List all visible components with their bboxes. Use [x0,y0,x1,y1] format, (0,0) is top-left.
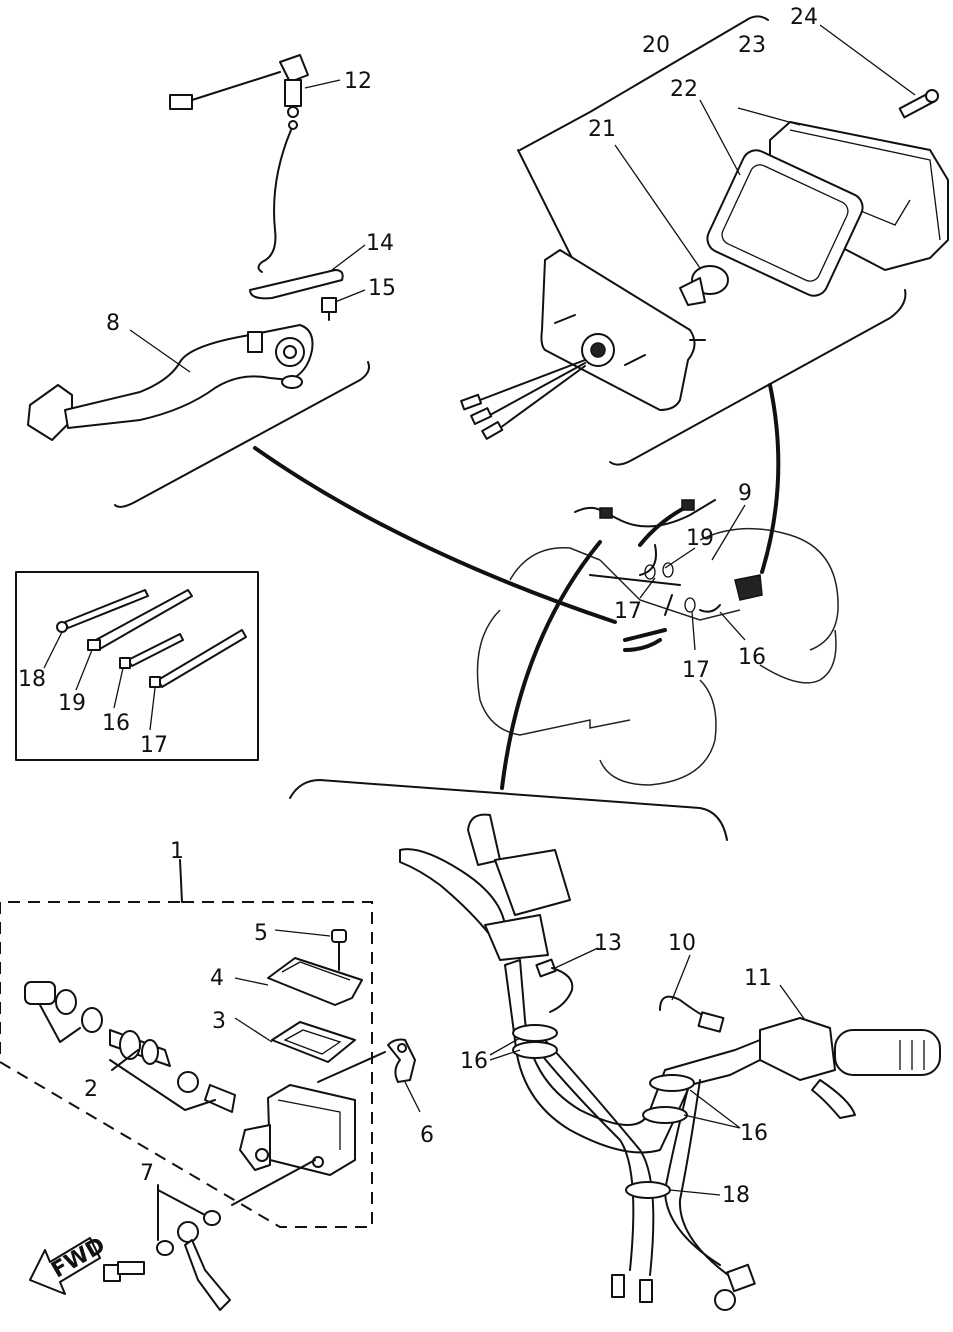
inset-frame [15,571,259,761]
brake-hose-union [177,1221,231,1311]
brake-light-switch [279,54,309,130]
callout-21: 21 [588,117,616,142]
banjo-bolt [103,1261,145,1282]
callout-8: 8 [106,311,120,336]
callout-4: 4 [210,966,224,991]
tail-light-bracket-left [517,149,573,259]
handlebar-group [289,779,941,1311]
cable-tie-17 [149,629,247,688]
cable-tie-16 [119,633,184,669]
cable-tie-18 [56,589,149,633]
brake-switch-spring [257,129,292,273]
callout-leaders [129,24,916,1196]
callout-10: 10 [668,931,696,956]
vehicle-outline [476,499,839,786]
callout-9: 9 [738,481,752,506]
handlebar-grip [834,1029,941,1076]
wire-connector-4 [714,1289,736,1311]
callout-7: 7 [140,1161,154,1186]
fwd-arrow-icon: FWD [29,1233,110,1295]
callout-18: 18 [722,1183,750,1208]
tail-light-bracket-bottom [609,289,907,466]
wire-connector-2 [639,1279,653,1303]
brake-switch-connector [169,94,193,110]
brake-pedal-bracket [114,361,370,508]
callout-13: 13 [594,931,622,956]
brake-pedal [27,324,314,441]
callout-6: 6 [420,1123,434,1148]
callout-2: 2 [84,1077,98,1102]
callout-22: 22 [670,77,698,102]
kit-dashed-frame [0,901,373,1228]
callout-15: 15 [368,276,396,301]
fwd-label: FWD [47,1233,109,1283]
master-cylinder-body [494,849,571,916]
tail-light-group [460,15,949,466]
piston-cup [24,981,103,1033]
front-brake-switch [535,958,574,1013]
callout-24: 24 [790,5,818,30]
handlebar-bracket [289,779,728,841]
inset-label-19: 19 [58,691,86,716]
lens-gasket [706,149,864,297]
callout-16c: 16 [740,1121,768,1146]
callout-11: 11 [744,966,772,991]
master-cylinder-reservoir [239,1084,356,1176]
tail-light-wire-2 [489,362,586,416]
engine-stop-switch [697,1011,725,1033]
tail-light-wire-3 [499,365,586,429]
piston-assembly [109,1029,236,1113]
callout-5: 5 [254,921,268,946]
tail-light-base [540,249,706,411]
brake-switch-wire [191,71,281,101]
callout-1: 1 [170,839,184,864]
cap-screw [331,929,347,971]
reservoir-diaphragm [271,1021,356,1063]
brake-pedal-group [27,54,370,508]
cable-tie-inset [15,571,259,761]
wire-connector-3 [726,1263,756,1293]
throttle-housing [467,813,501,866]
switch-bracket-plate [249,269,344,300]
callout-23: 23 [738,33,766,58]
throttle-grip-assembly [759,1017,941,1119]
handlebar-clamp [387,1038,416,1083]
callout-20: 20 [642,33,670,58]
callout-14: 14 [366,231,394,256]
copper-washer-2 [203,1210,221,1226]
inset-label-18: 18 [18,667,46,692]
inset-label-16: 16 [102,711,130,736]
inset-label-17: 17 [140,733,168,758]
tail-light-bulb [679,265,729,306]
handlebar-leader [500,540,602,790]
callout-16a: 16 [738,645,766,670]
callout-labels: 12 14 15 8 20 23 24 22 21 9 19 17 17 16 … [18,5,818,1208]
tail-light-leader [760,383,781,574]
callout-3: 3 [212,1009,226,1034]
callout-17b: 17 [682,658,710,683]
reservoir-cap [267,957,363,1006]
band-16-right [649,1074,695,1092]
callout-12: 12 [344,69,372,94]
callout-19: 19 [686,526,714,551]
tail-light-wire-1 [479,359,586,401]
lens-screw [898,89,939,119]
callout-16b: 16 [460,1049,488,1074]
tail-light-bracket-top [519,15,769,151]
bracket-bolt [321,297,337,321]
master-cylinder-kit: FWD [0,859,416,1311]
handlebar [504,959,761,1154]
copper-washer-1 [156,1240,174,1256]
cable-tie-19 [87,589,193,651]
band-18 [625,1181,671,1199]
wire-connector-1 [611,1274,625,1298]
callout-17a: 17 [614,599,642,624]
